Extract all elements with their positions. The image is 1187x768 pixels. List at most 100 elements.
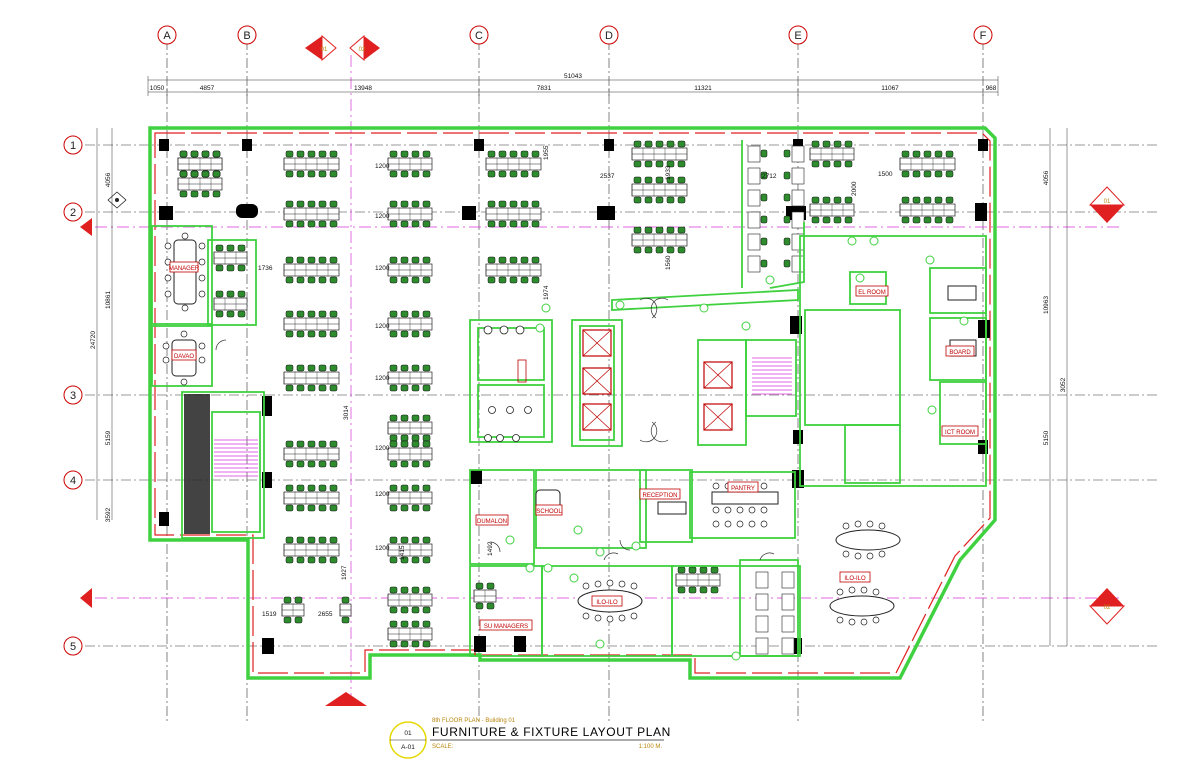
shaft-hatch xyxy=(184,394,210,534)
svg-text:1927: 1927 xyxy=(341,565,348,580)
workstation-cluster xyxy=(213,290,248,318)
section-marker-right: 01 xyxy=(1088,186,1126,223)
dim-seg-2: 4857 xyxy=(200,85,215,92)
dim-left-total: 24720 xyxy=(90,331,97,349)
workstation-cluster xyxy=(387,364,433,392)
svg-text:1200: 1200 xyxy=(375,163,390,170)
svg-text:5: 5 xyxy=(70,641,76,653)
room-label-reception: RECEPTION xyxy=(639,488,681,500)
svg-text:ILO-ILO: ILO-ILO xyxy=(596,600,618,606)
workstation-cluster xyxy=(387,620,433,648)
dim-right-2: 10963 xyxy=(1043,296,1050,314)
grid-bubble-2: 2 xyxy=(63,202,83,222)
workstation-cluster xyxy=(747,189,805,207)
dim-overall: 51043 xyxy=(564,73,582,80)
workstation-cluster xyxy=(283,364,340,392)
svg-text:01: 01 xyxy=(1104,199,1111,205)
workstation-cluster xyxy=(387,200,433,228)
workstation-cluster xyxy=(747,233,805,251)
dim-seg-1: 1050 xyxy=(150,85,165,92)
svg-text:E: E xyxy=(794,30,801,42)
workstation-cluster xyxy=(631,140,688,168)
fixture-marker xyxy=(505,535,515,545)
title-block: 01 A-01 8th FLOOR PLAN - Building 01 FUR… xyxy=(389,718,670,759)
dim-right-1: 4056 xyxy=(1043,170,1050,185)
svg-text:1415: 1415 xyxy=(399,545,406,560)
fixture-marker xyxy=(631,541,641,551)
workstation-cluster xyxy=(339,596,352,624)
dim-seg-5: 11321 xyxy=(694,85,712,92)
svg-text:EL ROOM: EL ROOM xyxy=(858,290,885,296)
grid-bubble-5: 5 xyxy=(63,636,83,656)
workstation-cluster xyxy=(283,256,340,284)
svg-text:PANTRY: PANTRY xyxy=(731,486,755,492)
row-bubbles: 1 2 3 4 5 xyxy=(63,135,83,656)
workstation-cluster xyxy=(675,566,721,594)
svg-text:1560: 1560 xyxy=(665,255,672,270)
north-marker xyxy=(107,191,127,209)
section-arrow-left-bottom xyxy=(80,588,92,608)
workstation-cluster xyxy=(809,196,855,224)
svg-text:1200: 1200 xyxy=(375,545,390,552)
dim-left-sub: 10861 xyxy=(105,291,112,309)
fixture-marker xyxy=(595,639,605,649)
stair-treads xyxy=(214,357,792,477)
workstation-cluster xyxy=(747,211,805,229)
chair xyxy=(164,242,172,250)
chair xyxy=(712,506,720,514)
svg-text:SCHOOL: SCHOOL xyxy=(536,509,562,515)
chair xyxy=(630,582,638,590)
svg-text:1200: 1200 xyxy=(375,265,390,272)
chair xyxy=(164,290,172,298)
workstation-clusters xyxy=(177,140,956,655)
dim-row-gap-1: 4056 xyxy=(105,172,112,187)
chair xyxy=(854,552,862,560)
workstation-cluster xyxy=(473,582,497,610)
svg-text:1200: 1200 xyxy=(375,491,390,498)
room-label-davao: DAVAO xyxy=(171,349,197,361)
chair xyxy=(606,615,614,623)
chair xyxy=(848,618,856,626)
workstation-cluster xyxy=(755,637,795,655)
meeting-chairs xyxy=(162,232,886,626)
workstation-cluster xyxy=(755,615,795,633)
fixture-marker xyxy=(855,273,865,283)
chair xyxy=(724,520,732,528)
chair xyxy=(181,232,189,240)
svg-text:1200: 1200 xyxy=(375,323,390,330)
svg-text:1200: 1200 xyxy=(375,213,390,220)
chair xyxy=(162,356,170,364)
fixture-marker xyxy=(615,300,625,310)
svg-text:02: 02 xyxy=(359,47,366,53)
chair xyxy=(198,242,206,250)
fixture-marker xyxy=(959,316,969,326)
chair xyxy=(748,506,756,514)
fixture-marker xyxy=(741,321,751,331)
dim-seg-6: 11067 xyxy=(881,85,899,92)
room-label-manager: MANAGER xyxy=(169,261,200,273)
workstation-cluster xyxy=(387,586,433,614)
chair xyxy=(760,482,768,490)
section-arrow-left-top xyxy=(80,218,92,236)
chair xyxy=(860,618,868,626)
workstation-cluster xyxy=(747,255,805,273)
lift-cars xyxy=(582,329,733,431)
grid-bubble-A: A xyxy=(157,25,177,45)
dim-row-gap-3: 3592 xyxy=(105,507,112,522)
svg-text:2537: 2537 xyxy=(600,173,615,180)
section-marker-top-left: 01 xyxy=(305,34,337,62)
grid-bubble-F: F xyxy=(973,25,993,45)
fixture-marker xyxy=(699,303,709,313)
fixture-marker xyxy=(573,525,583,535)
svg-text:RECEPTION: RECEPTION xyxy=(642,493,677,499)
chair xyxy=(760,520,768,528)
chair xyxy=(860,586,868,594)
room-label-ilo-ilo-2: ILO-ILO xyxy=(839,571,871,583)
toilet-fixtures xyxy=(483,325,532,442)
workstation-cluster xyxy=(387,536,433,564)
grid-bubble-4: 4 xyxy=(63,470,83,490)
chair xyxy=(162,342,170,350)
chair xyxy=(836,616,844,624)
fixture-marker xyxy=(525,563,535,573)
dim-seg-3: 13948 xyxy=(354,85,372,92)
